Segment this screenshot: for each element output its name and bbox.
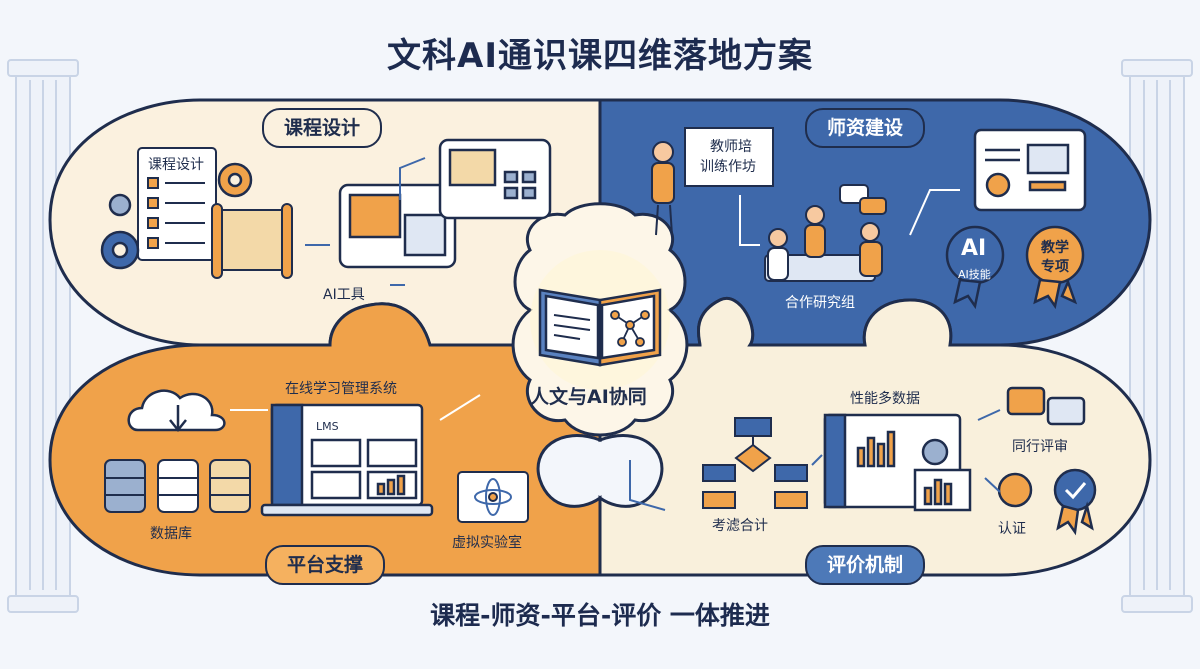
ai-skill-big-label: AI xyxy=(961,236,987,261)
course-doc-label: 课程设计 xyxy=(148,157,204,173)
virtual-lab-label: 虚拟实验室 xyxy=(452,535,522,551)
lms-title-label: 在线学习管理系统 xyxy=(285,381,397,397)
arrow-course xyxy=(305,157,426,286)
tablet-icon xyxy=(338,138,552,269)
certification-label: 认证 xyxy=(998,521,1026,537)
special-label-line2: 专项 xyxy=(1041,259,1069,275)
right-column-decor xyxy=(1121,59,1193,613)
platform-heading: 平台支撑 xyxy=(265,545,386,585)
arrow-faculty xyxy=(739,189,960,246)
left-column-decor xyxy=(7,59,79,613)
people-icon xyxy=(764,184,887,282)
lms-label: LMS xyxy=(316,420,339,433)
medal-icon xyxy=(945,225,1085,310)
special-label-line1: 教学 xyxy=(1041,240,1069,256)
course-heading: 课程设计 xyxy=(262,108,383,148)
ai-tools-label: AI工具 xyxy=(323,287,365,303)
arrow-platform xyxy=(230,394,481,421)
workshop-label-line2: 训练作坊 xyxy=(700,159,756,175)
page-subtitle: 课程-师资-平台-评价 一体推进 xyxy=(430,601,770,630)
chat-icon xyxy=(1006,386,1086,426)
checklist-icon xyxy=(137,147,217,261)
atom-icon xyxy=(457,471,529,523)
workshop-label-line1: 教师培 xyxy=(710,139,752,155)
laptop-icon xyxy=(260,403,434,517)
database-label: 数据库 xyxy=(150,526,192,542)
evaluation-heading: 评价机制 xyxy=(805,545,926,585)
network-icon xyxy=(610,310,650,347)
teacher-icon xyxy=(651,127,774,236)
page-title: 文科AI通识课四维落地方案 xyxy=(387,36,813,76)
weighting-label: 考滤合计 xyxy=(712,518,768,534)
arrow-eval xyxy=(629,409,1001,511)
cloud-icon xyxy=(127,389,226,433)
research-group-label: 合作研究组 xyxy=(785,295,855,311)
peer-review-label: 同行评审 xyxy=(1012,439,1068,455)
flowchart-icon xyxy=(702,417,808,509)
database-icon xyxy=(104,459,251,513)
book-icon xyxy=(538,288,662,367)
center-label: 人文与AI协同 xyxy=(530,386,647,408)
scroll-icon xyxy=(211,203,293,279)
performance-data-label: 性能多数据 xyxy=(850,391,920,407)
chart-icon xyxy=(823,413,972,512)
gear-icon xyxy=(100,162,253,270)
faculty-heading: 师资建设 xyxy=(805,108,926,148)
certificate-icon xyxy=(973,128,1087,212)
award-icon xyxy=(997,468,1097,536)
ai-skill-small-label: AI技能 xyxy=(958,268,991,281)
